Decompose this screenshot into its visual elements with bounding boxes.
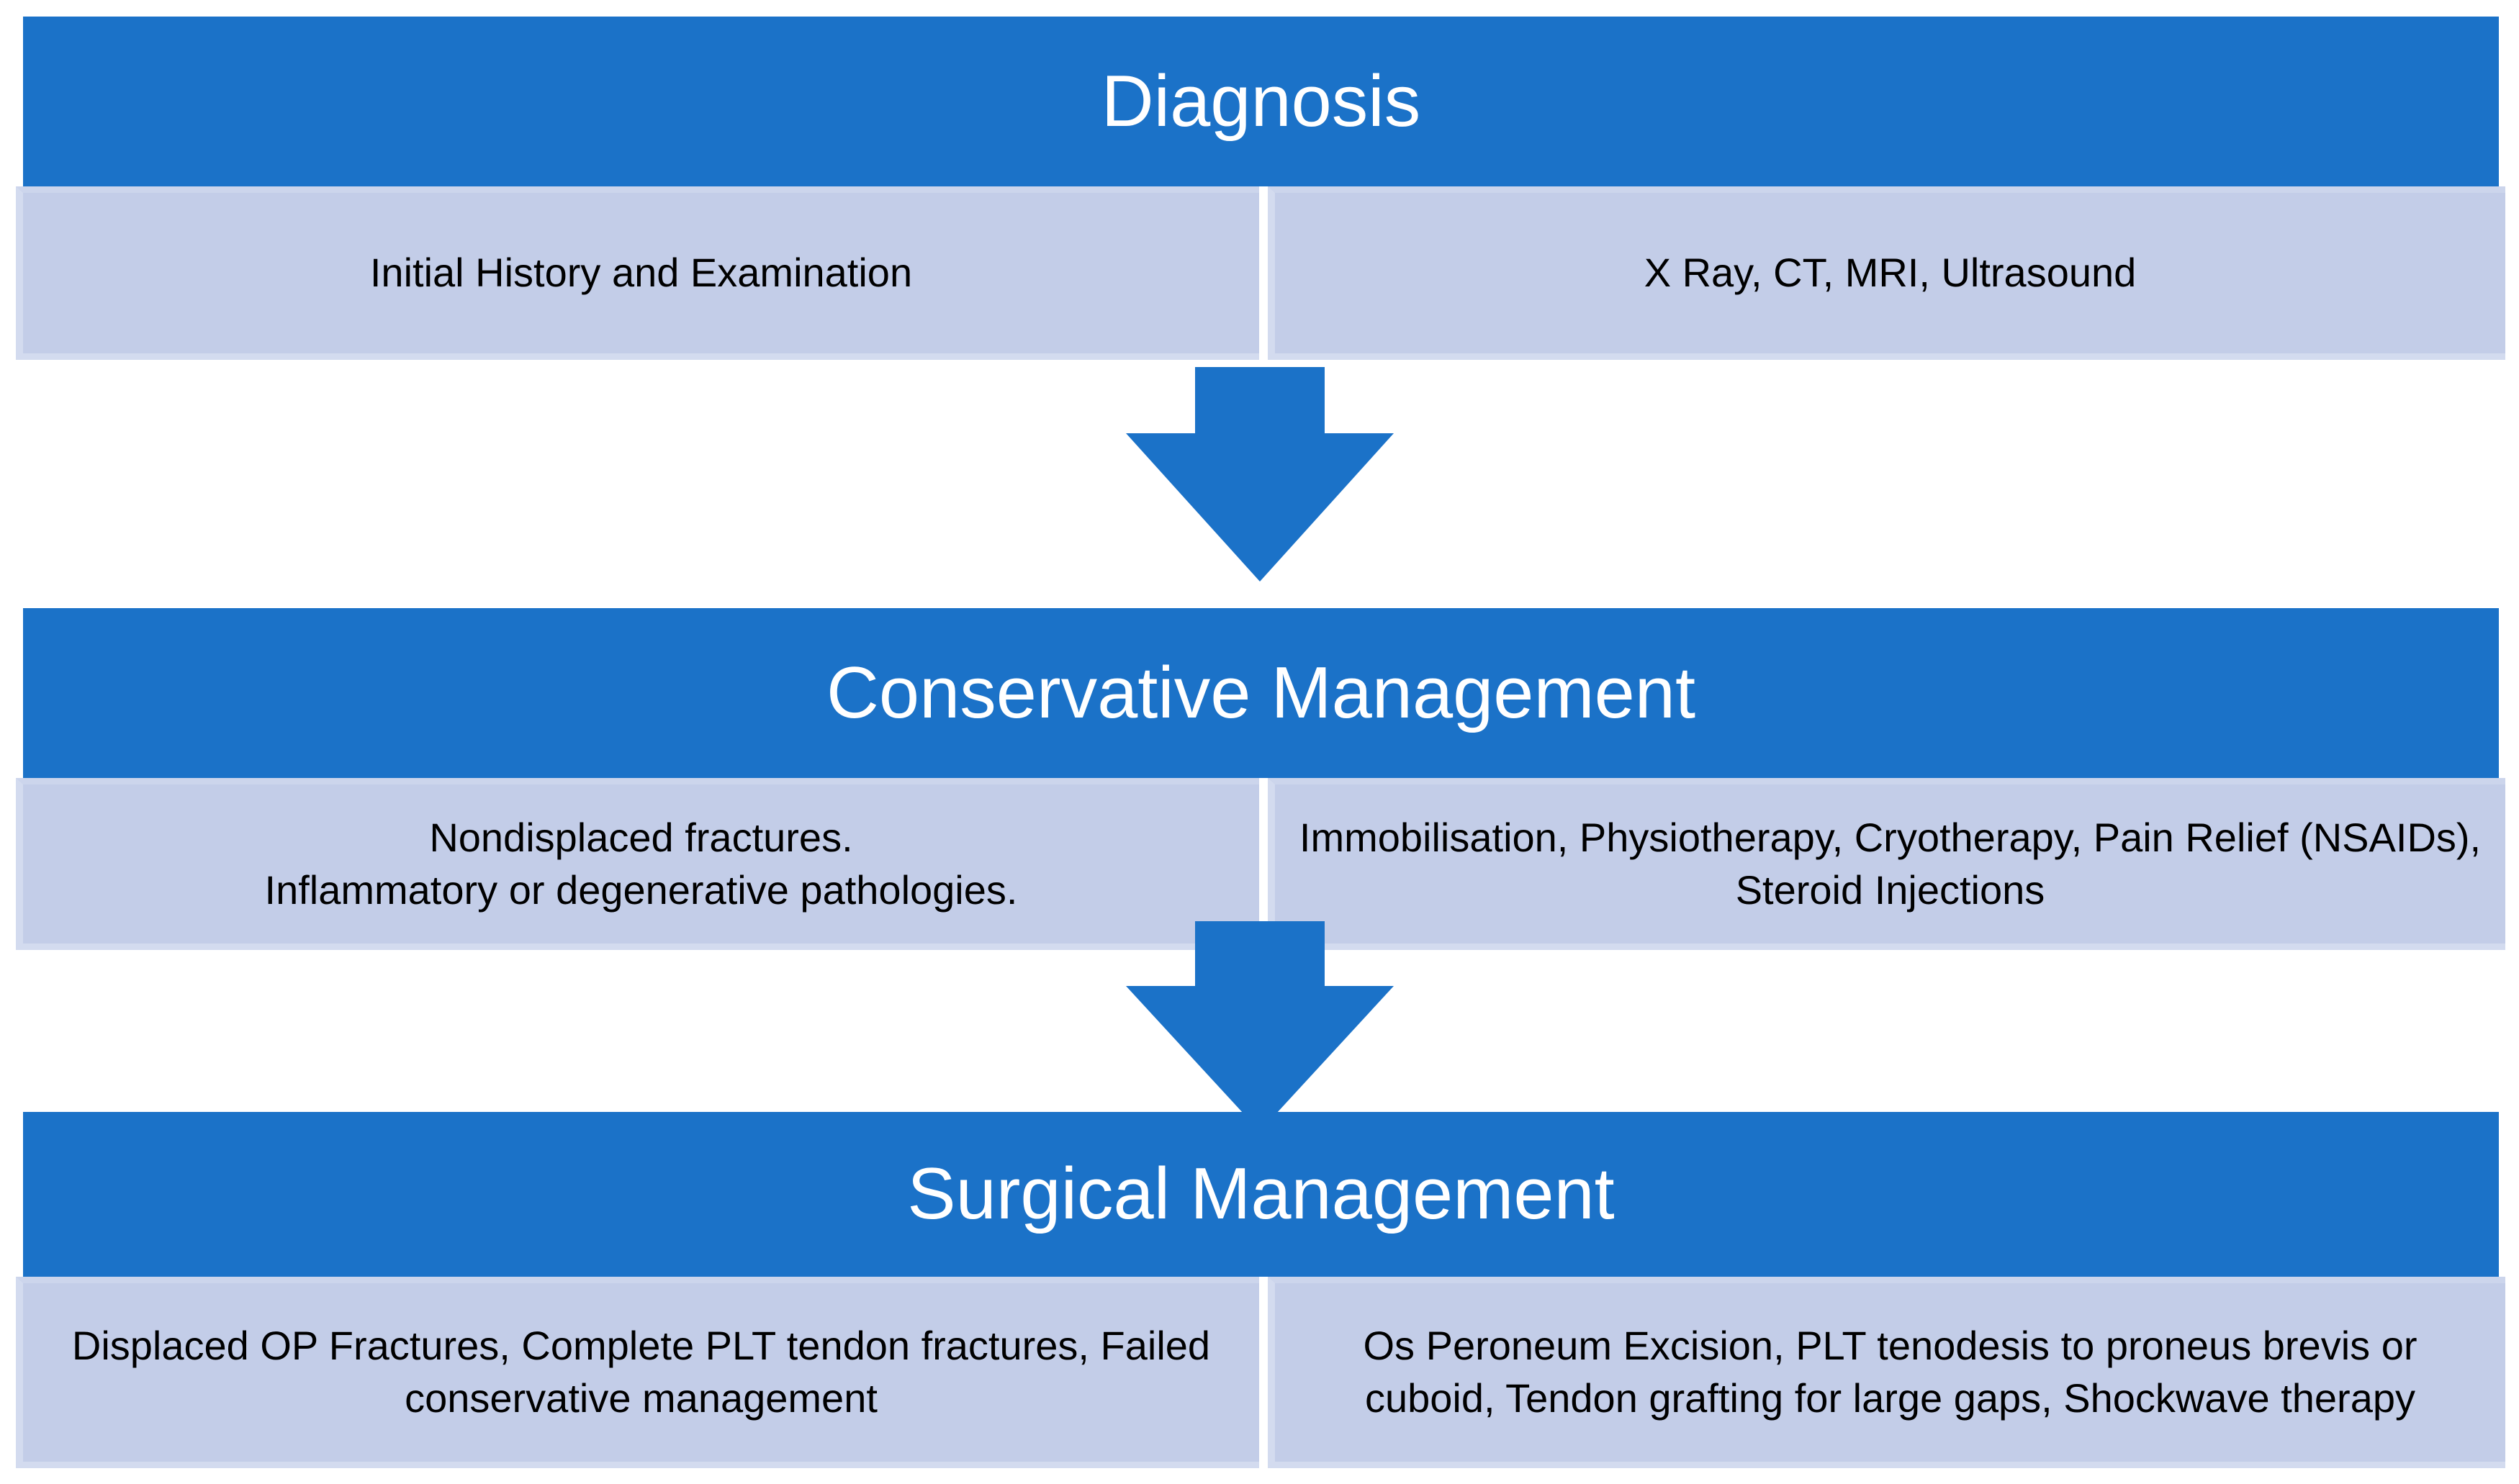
section-diagnosis-header: Diagnosis bbox=[23, 17, 2499, 186]
section-diagnosis-left-cell-text: Initial History and Examination bbox=[369, 250, 913, 296]
section-surgical-management-left-cell: Displaced OP Fractures, Complete PLT ten… bbox=[16, 1277, 1259, 1468]
section-conservative-management-left-cell: Nondisplaced fractures. Inflammatory or … bbox=[16, 778, 1259, 950]
section-conservative-management-header: Conservative Management bbox=[23, 608, 2499, 778]
section-conservative-management-body: Nondisplaced fractures. Inflammatory or … bbox=[16, 778, 2505, 950]
section-conservative-management-left-cell-text: Nondisplaced fractures. Inflammatory or … bbox=[264, 814, 1018, 913]
section-surgical-management-right-cell-text: Os Peroneum Excision, PLT tenodesis to p… bbox=[1363, 1323, 2417, 1421]
section-diagnosis-left-cell: Initial History and Examination bbox=[16, 186, 1259, 360]
section-surgical-management-left-cell-text: Displaced OP Fractures, Complete PLT ten… bbox=[71, 1323, 1211, 1421]
section-diagnosis-right-cell-text: X Ray, CT, MRI, Ultrasound bbox=[1644, 250, 2137, 296]
section-surgical-management-body: Displaced OP Fractures, Complete PLT ten… bbox=[16, 1277, 2505, 1468]
section-diagnosis: Diagnosis Initial History and Examinatio… bbox=[0, 0, 2519, 374]
section-conservative-management-title: Conservative Management bbox=[826, 652, 1696, 733]
section-surgical-management-title: Surgical Management bbox=[907, 1154, 1615, 1235]
arrow-diagnosis-to-conservative-icon bbox=[1126, 367, 1394, 582]
section-conservative-management-right-cell: Immobilisation, Physiotherapy, Cryothera… bbox=[1267, 778, 2505, 950]
arrow-conservative-to-surgical-icon bbox=[1126, 921, 1394, 1131]
section-surgical-management-right-cell: Os Peroneum Excision, PLT tenodesis to p… bbox=[1267, 1277, 2505, 1468]
section-diagnosis-title: Diagnosis bbox=[1101, 60, 1421, 142]
section-conservative-management-right-cell-text: Immobilisation, Physiotherapy, Cryothera… bbox=[1299, 814, 2482, 913]
section-diagnosis-body: Initial History and Examination X Ray, C… bbox=[16, 186, 2505, 360]
section-conservative-management: Conservative Management Nondisplaced fra… bbox=[0, 576, 2519, 964]
section-diagnosis-right-cell: X Ray, CT, MRI, Ultrasound bbox=[1267, 186, 2505, 360]
section-surgical-management-header: Surgical Management bbox=[23, 1112, 2499, 1277]
section-surgical-management: Surgical Management Displaced OP Fractur… bbox=[0, 1080, 2519, 1484]
